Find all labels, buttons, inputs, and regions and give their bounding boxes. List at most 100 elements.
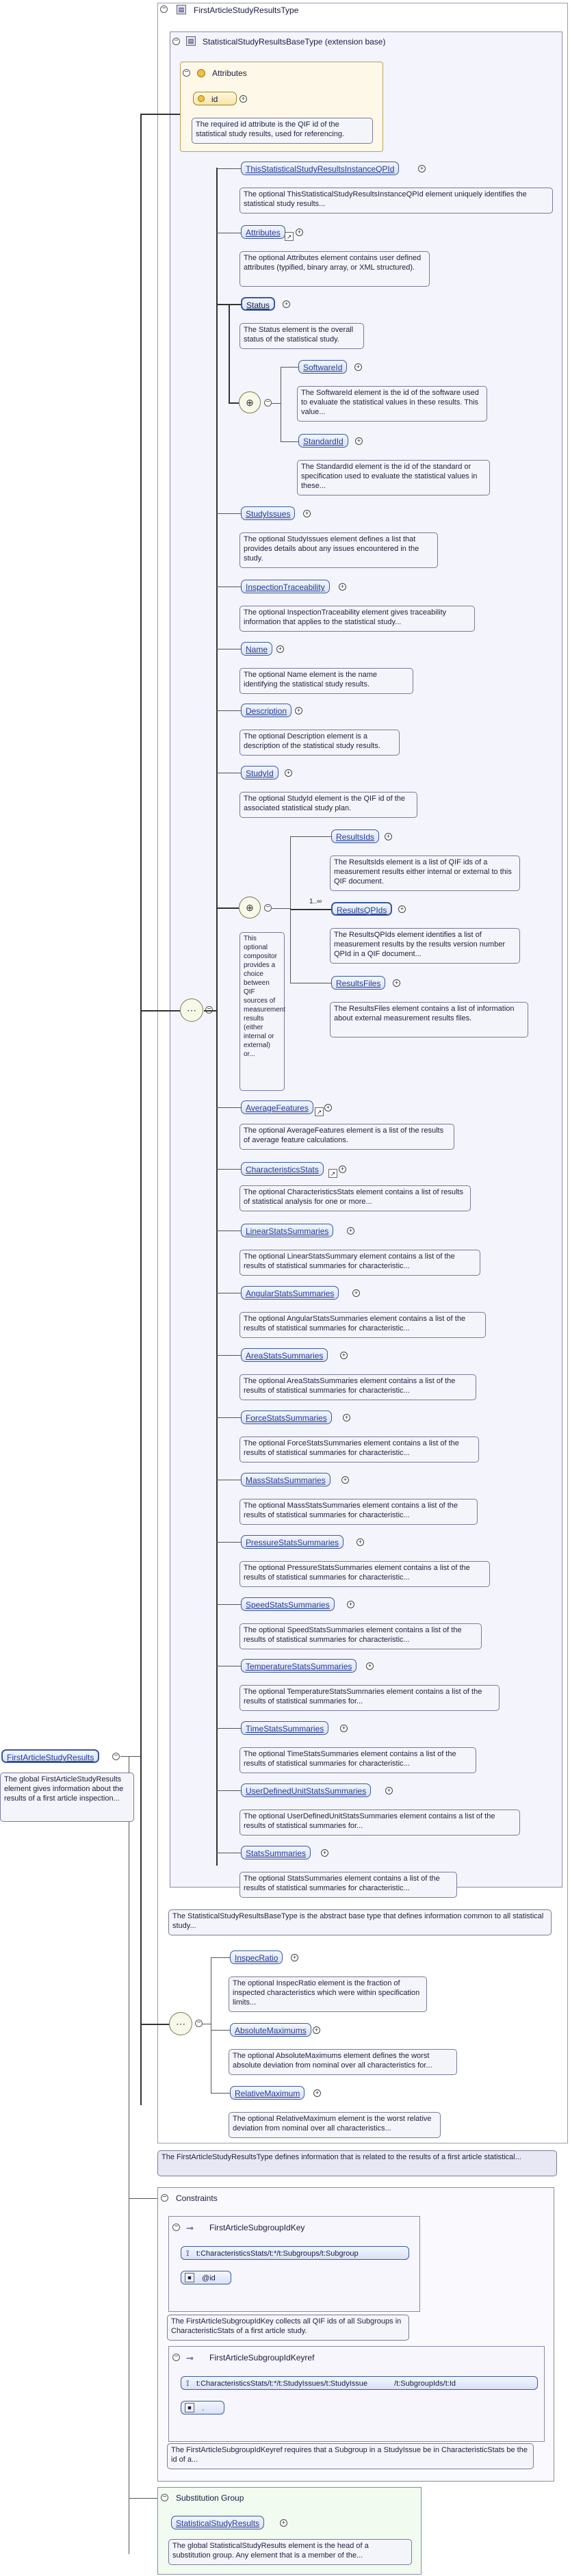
element-study-id[interactable]: StudyId	[241, 766, 278, 780]
expand-icon[interactable]: +	[355, 437, 363, 445]
link-icon: ↗	[285, 232, 294, 241]
expand-icon[interactable]: +	[385, 833, 392, 840]
expand-icon[interactable]: +	[398, 905, 406, 913]
element-results-files[interactable]: ResultsFiles	[331, 976, 386, 990]
expand-icon[interactable]: +	[347, 1601, 354, 1608]
expand-icon[interactable]: +	[357, 1538, 364, 1546]
expand-icon[interactable]: +	[280, 2519, 287, 2527]
expand-icon[interactable]: +	[321, 1849, 328, 1857]
element-attributes[interactable]: Attributes	[241, 225, 285, 239]
attributes-toggle[interactable]: −	[183, 69, 190, 77]
choice-toggle[interactable]: −	[264, 399, 272, 407]
root-to-element	[120, 1756, 129, 1757]
element-characteristics-stats[interactable]: CharacteristicsStats	[241, 1162, 324, 1176]
expand-icon[interactable]: +	[343, 1414, 350, 1421]
element-note: The optional StudyIssues element defines…	[239, 532, 438, 568]
keyref-icon: ⊸	[186, 2353, 194, 2363]
element-speed-stats-summaries[interactable]: SpeedStatsSummaries	[241, 1597, 335, 1611]
sequence-compositor-icon[interactable]: ⋯	[169, 2012, 192, 2035]
expand-icon[interactable]: +	[393, 979, 400, 987]
constraints-toggle[interactable]: −	[161, 2194, 168, 2202]
element-study-issues[interactable]: StudyIssues	[241, 506, 296, 520]
expand-icon[interactable]: +	[276, 645, 284, 653]
element-mass-stats-summaries[interactable]: MassStatsSummaries	[241, 1473, 331, 1486]
element-user-defined-unit-stats-summaries[interactable]: UserDefinedUnitStatsSummaries	[241, 1783, 372, 1797]
element-stats-summaries[interactable]: StatsSummaries	[241, 1846, 311, 1859]
complex-type-icon: ▤	[186, 36, 196, 46]
substitution-toggle[interactable]: −	[161, 2494, 168, 2501]
element-description[interactable]: Description	[241, 704, 292, 717]
id-attribute[interactable]: id	[193, 92, 237, 105]
sequence-compositor-icon[interactable]: ⋯	[180, 999, 203, 1022]
element-absolute-maximums[interactable]: AbsoluteMaximums	[230, 2023, 311, 2037]
keyref-selector[interactable]: t:CharacteristicsStats/t:*/t:StudyIssues…	[181, 2376, 538, 2390]
element-status[interactable]: Status	[241, 297, 276, 311]
expand-icon[interactable]: +	[340, 1352, 348, 1359]
expand-icon[interactable]: +	[283, 300, 290, 308]
element-linear-stats-summaries[interactable]: LinearStatsSummaries	[241, 1224, 334, 1237]
expand-icon[interactable]: +	[340, 1725, 348, 1732]
expand-icon[interactable]: +	[291, 1954, 298, 1961]
expand-icon[interactable]: +	[313, 2089, 321, 2097]
expand-icon[interactable]: +	[347, 1227, 354, 1235]
expand-icon[interactable]: +	[385, 1787, 393, 1794]
base-collapse-toggle[interactable]: −	[172, 38, 180, 45]
choice-compositor-icon[interactable]: ⊕	[239, 391, 261, 413]
choice-compositor-icon[interactable]: ⊕	[239, 897, 261, 918]
keyref-note: The FirstArticleSubgroupIdKeyref require…	[167, 2443, 534, 2469]
root-toggle[interactable]: −	[112, 1753, 120, 1760]
key-toggle[interactable]: −	[172, 2224, 180, 2231]
expand-icon[interactable]: +	[239, 95, 247, 103]
element-average-features[interactable]: AverageFeatures	[241, 1100, 313, 1114]
element-angular-stats-summaries[interactable]: AngularStatsSummaries	[241, 1286, 339, 1300]
choice-link	[229, 402, 239, 404]
row-connector	[290, 836, 331, 837]
element-results-qpids[interactable]: ResultsQPIds	[331, 902, 393, 916]
expand-icon[interactable]: +	[352, 1289, 360, 1297]
expand-icon[interactable]: +	[366, 1662, 374, 1670]
root-link	[129, 1756, 140, 1757]
element-inspec-ratio[interactable]: InspecRatio	[230, 1950, 283, 1964]
sequence-toggle[interactable]: −	[205, 1006, 213, 1014]
element-pressure-stats-summaries[interactable]: PressureStatsSummaries	[241, 1535, 344, 1549]
element-time-stats-summaries[interactable]: TimeStatsSummaries	[241, 1721, 329, 1735]
sequence-trunk	[216, 168, 218, 1866]
substitution-title: Substitution Group	[176, 2493, 244, 2503]
trunk-to-ext	[140, 2024, 180, 2025]
root-element[interactable]: FirstArticleStudyResults	[1, 1749, 100, 1763]
choice-toggle[interactable]: −	[264, 904, 272, 912]
choice-note: This optional compositor provides a choi…	[239, 932, 285, 1091]
expand-icon[interactable]: +	[285, 769, 292, 777]
expand-icon[interactable]: +	[296, 229, 303, 236]
expand-icon[interactable]: +	[354, 363, 362, 371]
element-temperature-stats-summaries[interactable]: TemperatureStatsSummaries	[241, 1659, 357, 1673]
element-name[interactable]: Name	[241, 642, 273, 656]
element-area-stats-summaries[interactable]: AreaStatsSummaries	[241, 1348, 328, 1362]
field-icon: ■	[185, 2403, 194, 2412]
element-software-id[interactable]: SoftwareId	[298, 360, 348, 374]
row-connector	[216, 1169, 241, 1170]
row-connector	[216, 168, 241, 169]
element-results-ids[interactable]: ResultsIds	[331, 829, 380, 843]
expand-icon[interactable]: +	[341, 1476, 349, 1484]
element-standard-id[interactable]: StandardId	[298, 434, 348, 448]
constraints-title: Constraints	[176, 2193, 218, 2203]
element-this-statistical-study-results-instance-qpid[interactable]: ThisStatisticalStudyResultsInstanceQPId	[241, 162, 400, 175]
link-icon: ↗	[328, 1169, 337, 1178]
expand-icon[interactable]: +	[339, 1165, 346, 1173]
collapse-toggle[interactable]: −	[160, 5, 168, 13]
element-force-stats-summaries[interactable]: ForceStatsSummaries	[241, 1411, 332, 1424]
element-note: The Status element is the overall status…	[239, 323, 364, 349]
keyref-toggle[interactable]: −	[172, 2354, 180, 2361]
element-inspection-traceability[interactable]: InspectionTraceability	[241, 580, 330, 593]
key-selector[interactable]: t:CharacteristicsStats/t:*/t:Subgroups/t…	[181, 2246, 409, 2260]
expand-icon[interactable]: +	[295, 707, 302, 714]
expand-icon[interactable]: +	[303, 510, 311, 517]
expand-icon[interactable]: +	[418, 165, 426, 172]
sequence-toggle[interactable]: −	[195, 2020, 203, 2027]
expand-icon[interactable]: +	[339, 583, 346, 591]
expand-icon[interactable]: +	[324, 1104, 332, 1111]
expand-icon[interactable]: +	[313, 2026, 320, 2034]
substitution-element[interactable]: StatisticalStudyResults	[171, 2516, 265, 2529]
element-relative-maximum[interactable]: RelativeMaximum	[230, 2086, 305, 2100]
